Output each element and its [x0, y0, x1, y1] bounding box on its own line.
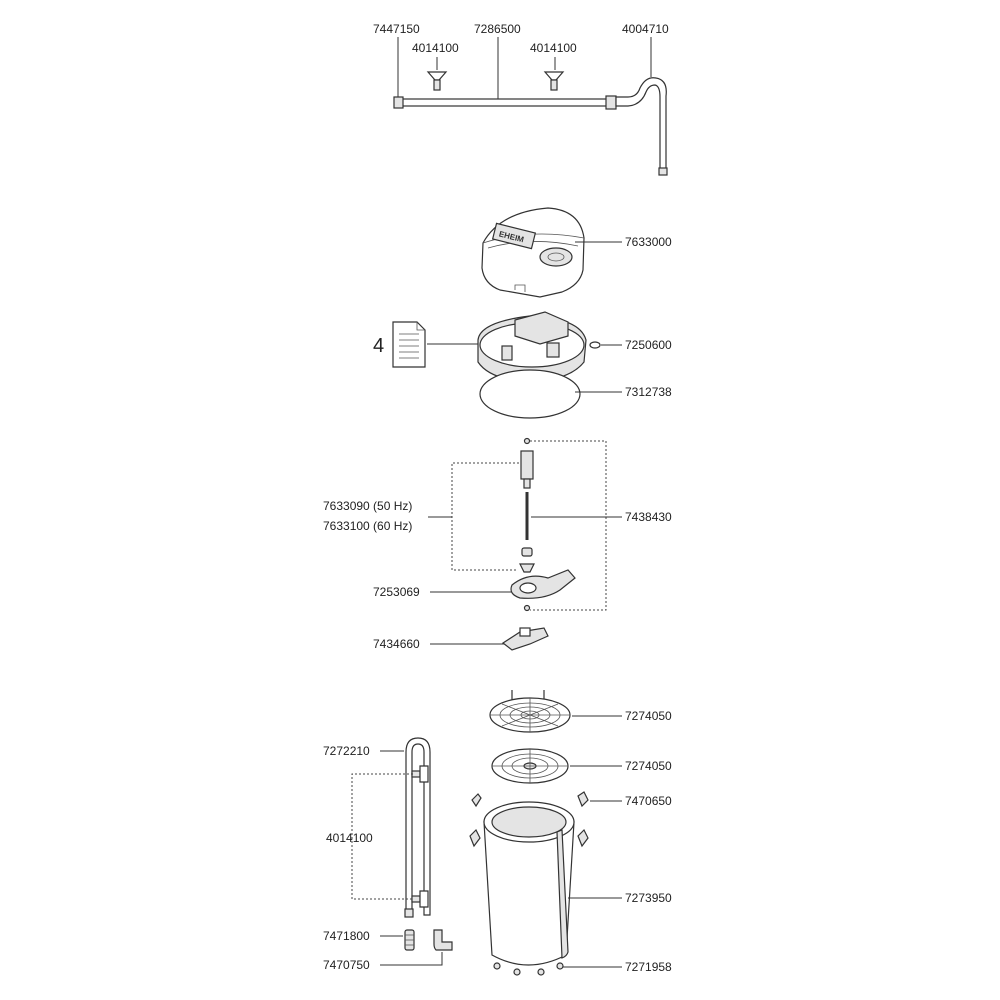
intake-strainer	[404, 929, 415, 951]
label-7434660: 7434660	[373, 637, 420, 651]
suction-cup-left	[426, 71, 448, 91]
label-7312738: 7312738	[625, 385, 672, 399]
filter-grid-bottom	[491, 748, 569, 784]
suction-cup-right	[543, 71, 565, 91]
foot-1	[493, 962, 501, 970]
label-7272210: 7272210	[323, 744, 370, 758]
intake-suction-cup-bottom	[411, 890, 429, 908]
label-7633090: 7633090 (50 Hz)	[323, 499, 412, 513]
document-icon	[392, 321, 426, 368]
intake-suction-cup-top	[411, 765, 429, 783]
intake-pipe-end	[404, 908, 414, 918]
foot-3	[537, 968, 545, 976]
label-7250600: 7250600	[625, 338, 672, 352]
label-7438430: 7438430	[625, 510, 672, 524]
pipe-end-cap	[393, 96, 404, 109]
impeller	[510, 569, 576, 599]
outlet-pipe	[401, 98, 609, 107]
label-7633000: 7633000	[625, 235, 672, 249]
outlet-pipe-assembly	[393, 71, 668, 176]
document-number: 4	[373, 335, 384, 357]
label-7470750: 7470750	[323, 958, 370, 972]
label-4004710: 4004710	[622, 22, 669, 36]
clip-left-top	[471, 793, 482, 808]
clamp-lever	[501, 627, 549, 651]
label-7286500: 7286500	[474, 22, 521, 36]
bearing-bottom	[523, 604, 531, 612]
label-7471800: 7471800	[323, 929, 370, 943]
foot-2	[513, 968, 521, 976]
filter-canister	[469, 801, 589, 976]
foot-4	[556, 962, 564, 970]
pump-cover: EHEIM	[481, 207, 585, 298]
motor-terminal-left	[501, 345, 513, 361]
clip-right-bottom	[577, 828, 589, 848]
intake-pipe	[404, 737, 431, 918]
label-7274050-top: 7274050	[625, 709, 672, 723]
label-7253069: 7253069	[373, 585, 420, 599]
label-7271958: 7271958	[625, 960, 672, 974]
pump-cover-label-plate	[491, 222, 537, 250]
sealing-ring	[479, 369, 581, 419]
label-4014100-right: 4014100	[530, 41, 577, 55]
pipe-connector	[605, 95, 617, 110]
label-7274050-bottom: 7274050	[625, 759, 672, 773]
outlet-j-pipe	[615, 77, 667, 171]
motor-terminal	[546, 342, 560, 358]
label-4014100-left: 4014100	[412, 41, 459, 55]
elbow-connector	[433, 929, 453, 951]
impeller-assembly	[510, 437, 576, 612]
filter-grid-top	[489, 690, 571, 733]
label-4014100-intake: 4014100	[326, 831, 373, 845]
j-pipe-tip	[658, 167, 668, 176]
bearing-top	[523, 437, 531, 445]
pump-cover-button	[539, 247, 573, 267]
label-7447150: 7447150	[373, 22, 420, 36]
label-7633100: 7633100 (60 Hz)	[323, 519, 412, 533]
motor-housing	[477, 311, 587, 383]
clip-left-bottom	[469, 828, 481, 848]
label-7470650: 7470650	[625, 794, 672, 808]
label-7273950: 7273950	[625, 891, 672, 905]
impeller-bearing	[520, 450, 534, 480]
motor-block	[514, 311, 569, 345]
shaft-bushing	[521, 547, 533, 557]
clip-right-top	[577, 791, 589, 808]
o-ring-small	[589, 341, 601, 349]
